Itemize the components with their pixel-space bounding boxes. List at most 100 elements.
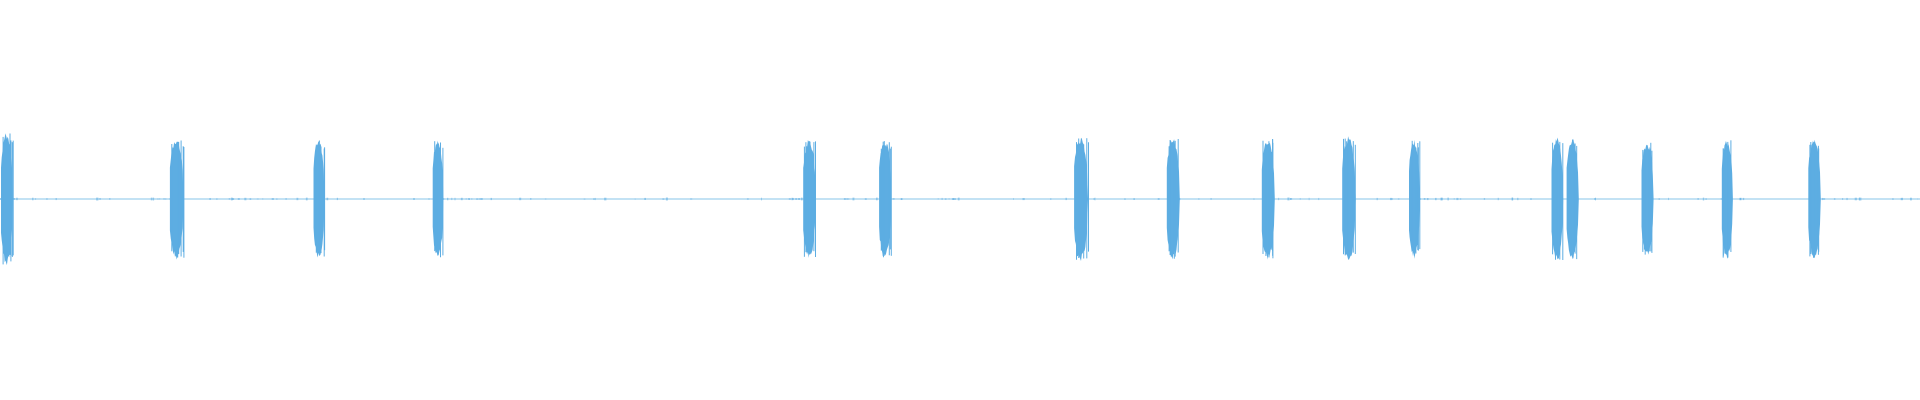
waveform-noise xyxy=(1133,198,1135,200)
waveform-noise xyxy=(1278,197,1280,201)
waveform-noise xyxy=(451,197,453,201)
waveform-noise xyxy=(1124,198,1126,200)
waveform-noise xyxy=(1917,198,1919,200)
waveform-noise xyxy=(1846,197,1848,201)
waveform-noise xyxy=(1739,197,1742,201)
waveform-noise xyxy=(152,197,155,201)
waveform-noise xyxy=(481,198,483,200)
waveform-burst xyxy=(1551,137,1565,260)
waveform-noise xyxy=(593,198,595,200)
waveform-noise xyxy=(1842,198,1844,200)
waveform-noise xyxy=(32,197,34,201)
waveform-noise xyxy=(864,198,866,200)
waveform-noise xyxy=(447,197,449,201)
waveform-noise xyxy=(468,198,470,200)
waveform-noise xyxy=(363,198,365,200)
waveform-noise xyxy=(46,198,48,200)
waveform-noise xyxy=(1423,198,1426,200)
waveform-noise xyxy=(634,198,636,200)
waveform-noise xyxy=(951,198,954,200)
waveform-noise xyxy=(1668,197,1669,201)
waveform-noise xyxy=(296,197,299,201)
waveform-burst xyxy=(1409,139,1422,259)
waveform-noise xyxy=(1517,197,1519,201)
waveform-noise xyxy=(1658,198,1660,200)
waveform-noise xyxy=(99,198,101,200)
waveform-noise xyxy=(1497,197,1499,201)
waveform-noise xyxy=(165,198,167,200)
waveform-noise xyxy=(1179,198,1181,201)
waveform-noise xyxy=(490,197,492,201)
waveform-noise xyxy=(16,197,18,201)
waveform-noise xyxy=(109,198,111,200)
waveform-noise xyxy=(847,198,850,200)
waveform-noise xyxy=(163,198,165,200)
waveform-noise xyxy=(944,198,947,200)
waveform-noise xyxy=(1459,198,1462,200)
waveform-noise xyxy=(1022,198,1025,201)
waveform-noise xyxy=(326,197,329,201)
waveform-noise xyxy=(336,197,338,201)
waveform-noise xyxy=(1483,198,1486,200)
waveform-noise xyxy=(256,198,259,200)
waveform-noise xyxy=(1435,197,1437,201)
waveform-bursts xyxy=(0,133,1919,266)
waveform-noise xyxy=(96,197,99,201)
waveform-noise xyxy=(1530,198,1532,200)
waveform-noise xyxy=(1093,198,1095,200)
waveform-noise xyxy=(1697,198,1699,200)
waveform-noise xyxy=(285,198,287,200)
waveform-noise xyxy=(746,198,749,200)
waveform-noise xyxy=(1833,198,1836,200)
waveform-noise xyxy=(852,197,855,201)
waveform-noise xyxy=(644,197,646,200)
waveform-noise xyxy=(798,198,800,200)
waveform-noise xyxy=(479,198,482,200)
waveform-noise xyxy=(305,197,308,201)
waveform-noise xyxy=(843,198,846,200)
waveform-noise xyxy=(1290,198,1293,200)
waveform-noise xyxy=(249,198,252,200)
waveform-noise xyxy=(150,197,153,201)
waveform-noise xyxy=(900,198,903,200)
waveform-noise xyxy=(1453,198,1455,200)
waveform-noise xyxy=(1198,198,1200,200)
waveform-noise xyxy=(1299,198,1301,200)
waveform-burst xyxy=(1074,137,1090,261)
waveform-noise xyxy=(953,198,955,200)
waveform-noise xyxy=(460,197,463,201)
waveform-noise xyxy=(845,198,848,200)
waveform-noise xyxy=(941,197,943,200)
waveform-noise xyxy=(159,198,161,200)
waveform-noise xyxy=(792,198,795,200)
waveform-noise xyxy=(1376,197,1378,201)
waveform-noise xyxy=(471,198,473,200)
waveform-noise xyxy=(937,198,939,200)
waveform-noise xyxy=(662,198,665,200)
waveform-noise xyxy=(1390,197,1393,201)
waveform-noise xyxy=(228,198,231,200)
waveform-noise xyxy=(519,197,522,201)
waveform-noise xyxy=(1824,198,1826,200)
waveform-noise xyxy=(1287,197,1290,201)
waveform-noise xyxy=(1210,198,1212,200)
waveform-noise xyxy=(1892,198,1894,200)
waveform-noise xyxy=(428,198,430,200)
waveform-noise xyxy=(690,198,693,200)
waveform-noise xyxy=(604,197,607,201)
waveform-noise xyxy=(1822,198,1825,200)
waveform-noise xyxy=(1440,197,1443,201)
waveform-noise xyxy=(454,197,456,201)
waveform-noise xyxy=(413,198,415,200)
waveform-noise xyxy=(1821,197,1823,201)
waveform-noise xyxy=(1456,197,1459,201)
waveform-noise xyxy=(530,198,532,200)
waveform-noise xyxy=(1253,198,1255,200)
waveform-noise xyxy=(1094,197,1096,201)
waveform-noise xyxy=(1705,198,1707,200)
waveform-noise xyxy=(465,198,467,200)
waveform-noise xyxy=(209,198,211,200)
waveform-noise xyxy=(230,197,233,201)
